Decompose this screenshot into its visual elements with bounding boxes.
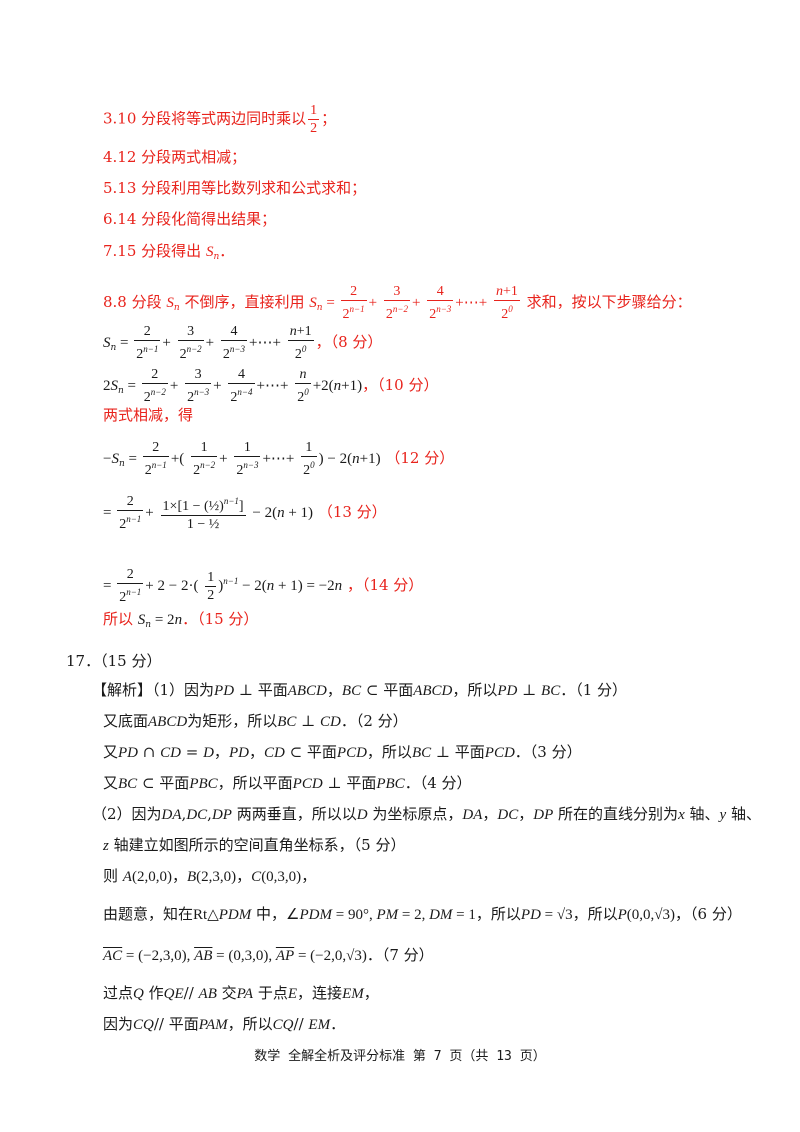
q17-line-5: （2）因为DA,DC,DP 两两垂直，所以以D 为坐标原点，DA，DC，DP 所…	[92, 805, 761, 823]
q17-line-11: 因为CQ// 平面PAM，所以CQ// EM．	[103, 1015, 346, 1033]
q17-number: 17．（15 分）	[66, 652, 162, 670]
q17-line-3: 又PD ∩ CD = D，PD，CD ⊂ 平面PCD，所以BC ⊥ 平面PCD．…	[103, 743, 582, 761]
q17-line-1: 【解析】（1）因为PD ⊥ 平面ABCD，BC ⊂ 平面ABCD，所以PD ⊥ …	[92, 681, 628, 699]
q17-line-4: 又BC ⊂ 平面PBC，所以平面PCD ⊥ 平面PBC．（4 分）	[103, 774, 472, 792]
page-footer: 数学 全解全析及评分标准 第 7 页（共 13 页）	[254, 1049, 546, 1064]
step-5: 5.13 分段利用等比数列求和公式求和；	[103, 179, 367, 197]
q17-line-2: 又底面ABCD为矩形，所以BC ⊥ CD．（2 分）	[103, 712, 408, 730]
step-6: 6.14 分段化简得出结果；	[103, 210, 277, 228]
q17-line-9: AC = (−2,3,0), AB = (0,3,0), AP = (−2,0,…	[103, 946, 434, 964]
subtract-text: 两式相减，得	[103, 406, 194, 424]
q17-line-6: z 轴建立如图所示的空间直角坐标系，（5 分）	[103, 836, 406, 854]
step-7: 7.15 分段得出 Sn．	[103, 242, 235, 262]
step-4: 4.12 分段两式相减；	[103, 148, 247, 166]
q17-line-7: 则 A(2,0,0)，B(2,3,0)，C(0,3,0)，	[103, 867, 317, 885]
q17-line-10: 过点Q 作QE// AB 交PA 于点E，连接EM，	[103, 984, 379, 1002]
final-result: 所以 Sn = 2n．（15 分）	[103, 610, 259, 630]
q17-line-8: 由题意，知在Rt△PDM 中，∠PDM = 90°, PM = 2, DM = …	[103, 905, 742, 923]
